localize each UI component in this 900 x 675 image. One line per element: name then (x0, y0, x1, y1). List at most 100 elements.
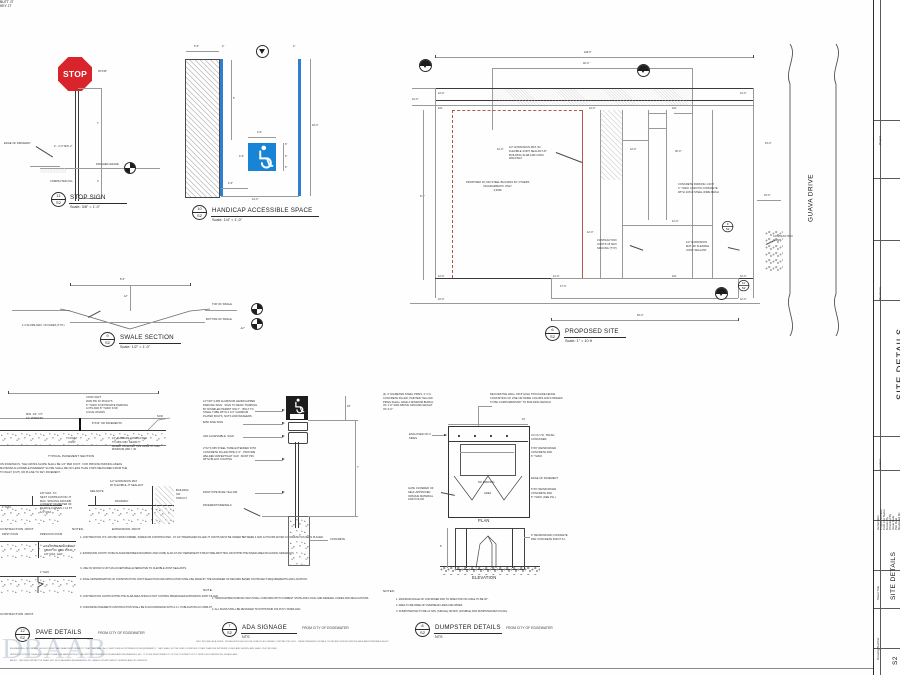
detail-from-pave: FROM CITY OF EDGEWATER (98, 631, 145, 635)
detail-title-dumpster: DUMPSTER DETAILS (435, 624, 501, 631)
detail-title-handicap: HANDICAP ACCESSIBLE SPACE (212, 207, 313, 214)
sidewalk-hatch (185, 59, 220, 198)
trash-container-plan (460, 444, 516, 476)
detail-sheet: S2 (550, 334, 555, 339)
stop-sign-edge-label: EDGE OF DRIVEWAY (4, 142, 31, 145)
detail-scale-stop-sign: Scale: 3/8" = 1'-0" (70, 205, 101, 209)
site-dim-c: 110' (438, 107, 443, 110)
pave-tmax-label: 1" MAX. (2, 506, 12, 509)
site-dim-n: 10'-0" (740, 275, 747, 278)
disclaimer-line-4: ABOUT. THE SUBCONTRACTOR SHALL NOT HOLD … (10, 660, 148, 662)
detail-bubble-ada[interactable]: 7 S2 (222, 622, 237, 637)
swale-depth-dim: 12" (124, 295, 128, 298)
watermark-logo: DBAAB (2, 633, 107, 665)
title-block-sheet-title-value: SITE DETAILS (890, 551, 897, 600)
dumpster-gate-swing (453, 476, 523, 501)
detail-sheet: S2 (197, 213, 202, 218)
dumpster-dim-h: 8' (440, 545, 442, 548)
hc-stripe-right-dim: 4" (293, 45, 296, 48)
swale-bottom-label: BOTTOM OF SWALE (206, 318, 232, 321)
detail-bubble-swale[interactable]: 9 S2 (100, 332, 115, 347)
detail-bubble-handicap[interactable]: 10 S2 (192, 205, 207, 220)
detail-bubble-dumpster[interactable]: 8 S2 (415, 622, 430, 637)
disclaimer-line-3: REPRODUCTION OF THESE DOCUMENTS SHALL BE… (10, 654, 238, 656)
sod-slope (148, 417, 170, 431)
stop-sign-size-label: 30"X30" (98, 70, 108, 73)
pave-crossslope-note: ON ROADWAYS, THE CROSS-SLOPE SHALL BE 1/… (0, 463, 128, 474)
pave-base-label: 8"X16" OR PAVEMENTS (92, 422, 122, 425)
detail-ref-bubble-site-2[interactable]: 10 S2 (738, 280, 750, 292)
dumpster-elevation-body (475, 535, 497, 568)
detail-number: 12 (20, 627, 25, 633)
pave-building-label: BUILDING OR STRUCT. (176, 489, 189, 500)
detail-bubble-pave[interactable]: 12 S2 (15, 627, 30, 642)
dumpster-area-label: AREA (484, 492, 492, 495)
pave-roadway-label: ROADWAY (115, 500, 129, 503)
site-dim-o: 10'-0" (438, 298, 445, 301)
pipe-dot-2 (474, 435, 477, 438)
note-text: HANDICAPPED PARKING SIGN SHALL CONFORM W… (214, 597, 370, 600)
dumpster-notes-header: NOTES: (383, 589, 395, 593)
pave-conc-pavt-label: CONC PAVT 3000 PSI AT 28 DAYS 6" THICK F… (86, 396, 129, 414)
detail-number: 9 (106, 332, 109, 338)
ada-fine-sign (288, 422, 308, 431)
detail-sheet: S2 (227, 630, 232, 635)
title-block-drawing-value: S2 (892, 656, 899, 665)
detail-bubble-stop-sign[interactable]: 11 S2 (51, 192, 66, 207)
pave-min-slope-label: MIN. 1/4" / FT 12" MINIMUM (26, 413, 43, 420)
detail-title-pave: PAVE DETAILS (36, 629, 82, 636)
title-block-project-label: Project (878, 135, 882, 145)
hc-symbol-h-dim: 4'-0" (239, 155, 244, 158)
pave-expmat-note: 1/2" EXPANSION MAT. W/ FLEXIBLE JT SEALA… (110, 480, 144, 487)
pave-saw-note: 1/8" MAX. TO NEXT CONTRACTION JT MAX. SP… (40, 492, 73, 514)
hc-offset-dim: 4'-0" (228, 182, 233, 185)
title-block-revision-label: Revisions (878, 286, 882, 300)
swale-bottom-symbol-icon (251, 318, 263, 330)
detail-scale-dumpster: NTS (435, 635, 443, 639)
site-dim-s: 8'-0" (420, 195, 425, 198)
detail-number: 10 (741, 280, 746, 285)
detail-scale-ada: NTS (242, 635, 250, 639)
title-block: Project Revisions SITE DETAILS Location … (873, 0, 900, 675)
disclaimer-line-1: ONLY BE USED AS A GUIDE. INSTALLATION SH… (196, 641, 389, 643)
section-marker-icon (256, 45, 269, 58)
ada-van-sign-label: VAN ACCESSIBLE SIGN (203, 435, 234, 438)
hc-symbol-w-dim: 4'-0" (257, 131, 262, 134)
swale-top-symbol-icon (251, 303, 263, 315)
detail-number: 7 (228, 622, 231, 628)
site-dim-b: 12'-0" (740, 92, 747, 95)
dumpster-no-parking-label: NO PARKING (478, 481, 495, 484)
title-block-drawing-label: Drawing Number (876, 637, 880, 660)
site-dim-l: 12'-0" (553, 275, 560, 278)
detail-ref-bubble-site[interactable]: 9 S2 (722, 221, 734, 233)
site-bottom-dim: 62'-0" (637, 314, 644, 317)
site-dim-a: 10'-0" (438, 92, 445, 95)
key-joint-profile (37, 576, 45, 593)
detail-bubble-proposed-site[interactable]: 6 S2 (545, 326, 560, 341)
pave-contraction-joint-title-2: CONTRACTION JOINT (0, 612, 34, 616)
hc-inner-a-dim: 6" (285, 143, 288, 146)
stop-sign-height-dim: 7' (97, 122, 99, 125)
hc-stripe-left-dim: 4" (222, 45, 225, 48)
site-dim-g: 12'-0" (630, 148, 637, 151)
detail-sheet: S2 (725, 227, 730, 231)
pave-first-pour-label: FIRST POUR (2, 533, 19, 536)
site-dim-m: 110' (672, 275, 677, 278)
dumpster-elev-pad-label: 6" REINFORCED CONCRETE PAD CONCRETE 3000… (531, 534, 568, 541)
site-overall-top-dim: 118'-0" (584, 51, 592, 54)
detail-sheet: S2 (20, 635, 25, 640)
detail-number: 11 (56, 192, 61, 198)
note-index: 6. (80, 606, 83, 609)
swale-top-label: TOP OF SWALE (212, 303, 232, 306)
ada-post-note: 2"X2"X.065 STEEL TUBE EXTENDED INTO CONC… (203, 447, 257, 462)
disclaimer-line-2: ENGINEERING, INC. CLIENT SHOULD VERIFY A… (10, 648, 277, 650)
note-index: 3. (396, 610, 399, 613)
pave-subbase-label: 12" SUBBASE COMPACTED TO 98% MIN. DENSIT… (112, 437, 160, 452)
detail-pave-details: MIN. 1/4" / FT 12" MINIMUM CONC PAVT 300… (0, 0, 900, 642)
dumpster-pad2-label: 6"X6" REINFORCED CONCRETE PAD 6" THICK (… (531, 488, 557, 499)
ada-dim-top: 18" (347, 405, 351, 408)
swale-bottom-elev: -12" (240, 327, 245, 330)
note-text: EXPANSION JOINTS TO BE PLACED BETWEEN RO… (82, 552, 295, 555)
ada-concrete-footing (288, 516, 310, 566)
